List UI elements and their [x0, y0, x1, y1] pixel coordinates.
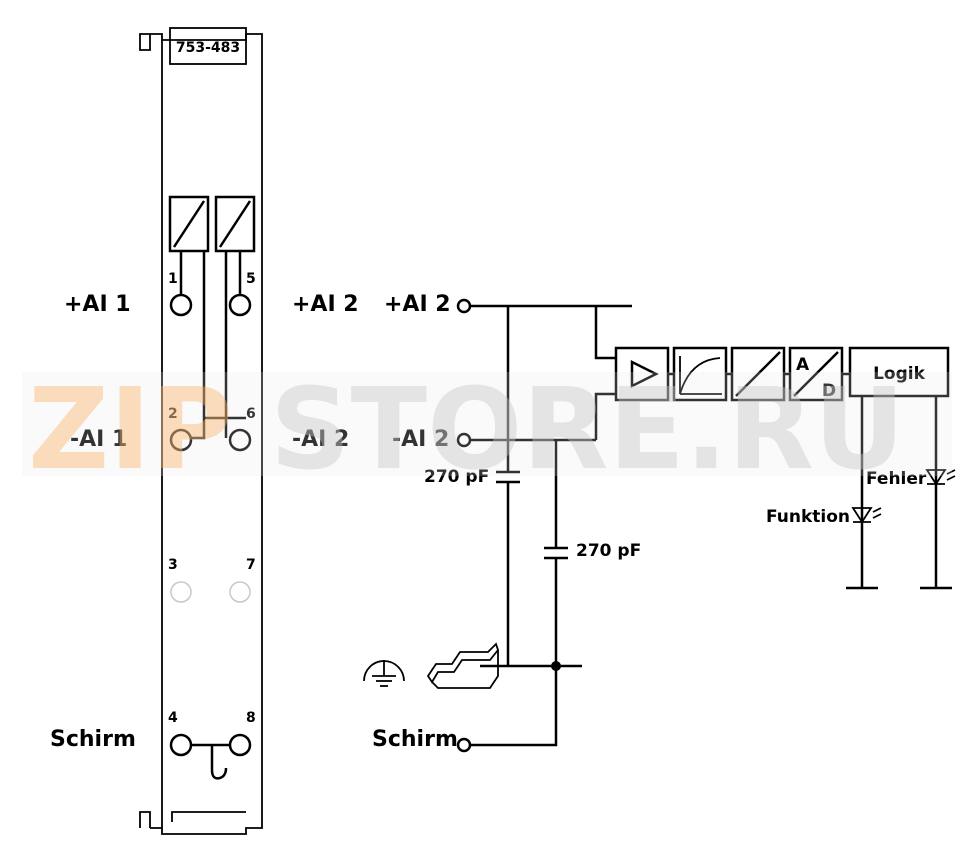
label-cap-1: 270 pF [424, 467, 489, 487]
input-filter-boxes [168, 195, 256, 253]
label-cap-2: 270 pF [576, 541, 641, 561]
filter-box-2 [214, 195, 256, 253]
watermark-part2: STORE.RU [270, 365, 905, 495]
label-plus-ai2-input: +AI 2 [384, 292, 451, 317]
model-label: 753-483 [176, 40, 240, 56]
fehler-led-icon [925, 469, 956, 486]
ad-label-a: A [796, 355, 810, 375]
logic-block [848, 346, 950, 398]
label-minus-ai1: -AI 1 [70, 427, 127, 452]
label-minus-ai2-module: -AI 2 [292, 427, 349, 452]
signal-chain: A D Logik [614, 346, 950, 402]
logic-label: Logik [873, 364, 926, 384]
label-schirm-input: Schirm [372, 727, 458, 752]
terminal-4 [169, 733, 193, 757]
label-minus-ai2-input: -AI 2 [392, 427, 449, 452]
module-housing: 753-483 [139, 27, 263, 835]
signal-wiring [470, 304, 632, 747]
terminal-2-number: 2 [168, 406, 178, 422]
model-label-box [169, 27, 247, 65]
terminal-2 [169, 428, 193, 452]
filter-box-1 [168, 195, 210, 253]
funktion-led-icon [851, 507, 882, 524]
terminal-3 [170, 581, 192, 603]
label-funktion: Funktion [766, 507, 850, 527]
isolation-icon [735, 351, 781, 397]
terminal-8-number: 8 [246, 710, 256, 726]
terminal-8 [228, 733, 252, 757]
watermark: ZIP STORE.RU [22, 365, 952, 495]
ad-label-d: D [822, 381, 836, 401]
internal-wiring [179, 251, 246, 440]
terminal-1 [169, 293, 193, 317]
terminal-7-number: 7 [246, 557, 256, 573]
terminal-7 [229, 581, 251, 603]
filter-curve-icon [679, 357, 721, 395]
terminal-6 [228, 428, 252, 452]
input-schirm-node [456, 737, 472, 753]
label-fehler: Fehler [866, 469, 927, 489]
terminal-6-number: 6 [246, 406, 256, 422]
input-plus-ai2-node [456, 298, 472, 314]
shield-hook [210, 745, 228, 780]
din-rail-icon [426, 642, 500, 689]
amplifier-icon [630, 359, 659, 389]
label-schirm-module: Schirm [50, 727, 136, 752]
terminal-3-number: 3 [168, 557, 178, 573]
earth-ground-icon [363, 660, 405, 687]
label-plus-ai2-module: +AI 2 [292, 292, 359, 317]
led-wiring [846, 396, 952, 590]
label-plus-ai1: +AI 1 [64, 292, 131, 317]
terminal-4-number: 4 [168, 710, 178, 726]
terminal-1-number: 1 [168, 271, 178, 287]
terminal-5 [228, 293, 252, 317]
terminal-5-number: 5 [246, 271, 256, 287]
watermark-part1: ZIP [28, 365, 233, 495]
